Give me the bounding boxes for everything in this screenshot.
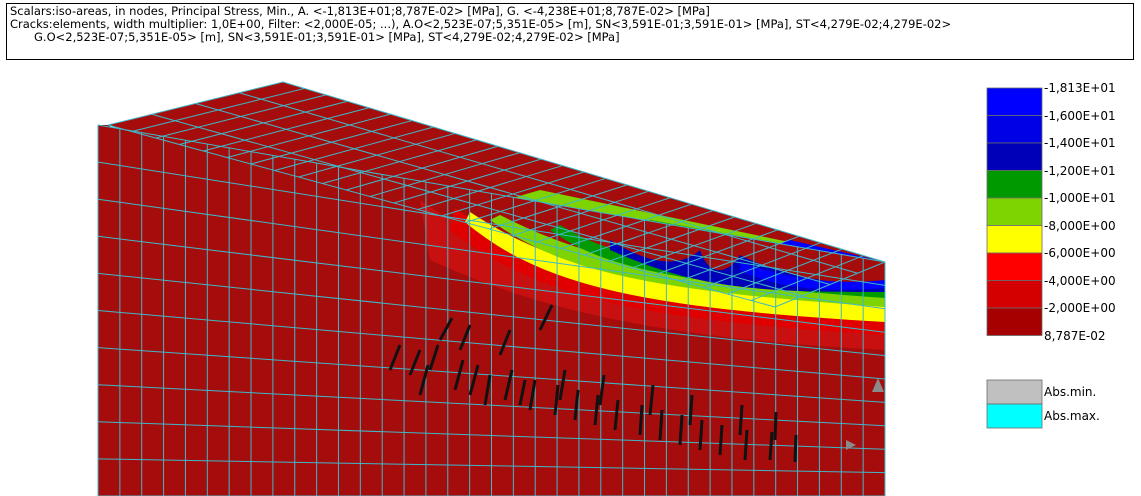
mesh-line (97, 272, 886, 357)
crack-mark (773, 411, 778, 441)
crack-mark (418, 364, 430, 396)
crack-mark (768, 431, 774, 461)
mesh-line (107, 124, 776, 308)
mesh-line (195, 103, 831, 285)
crack-mark (688, 394, 694, 426)
legend-value-label: -1,813E+01 (1044, 81, 1116, 95)
legend-value-label: -1,400E+01 (1044, 136, 1116, 150)
abs-legend-label: Abs.min. (1044, 385, 1097, 399)
support-marker-icon (872, 378, 884, 392)
color-legend (986, 87, 1043, 429)
crack-mark (718, 424, 724, 456)
legend-value-label: -2,000E+00 (1044, 301, 1116, 315)
cracks-info: Cracks:elements, width multiplier: 1,0E+… (10, 17, 952, 32)
crack-mark (438, 317, 454, 341)
mesh-line (239, 92, 858, 274)
mesh-line (97, 347, 886, 403)
crack-markers (388, 304, 798, 463)
crack-mark (678, 414, 684, 446)
crack-mark (743, 429, 749, 461)
legend-value-label: 8,787E-02 (1044, 328, 1106, 343)
result-info-panel: Scalars:iso-areas, in nodes, Principal S… (6, 3, 1134, 60)
legend-value-label: -1,000E+01 (1044, 191, 1116, 205)
legend-swatch (986, 252, 1043, 281)
mesh-line (282, 81, 886, 263)
crack-mark (428, 344, 440, 371)
crack-mark (408, 349, 422, 376)
legend-swatch (986, 225, 1043, 254)
crack-mark (613, 399, 620, 431)
fe-mesh (97, 81, 886, 496)
crack-mark (638, 404, 644, 436)
mesh-line (97, 458, 886, 474)
crack-mark (528, 379, 537, 411)
crack-mark (593, 394, 600, 426)
crack-mark (468, 364, 480, 396)
legend-value-label: -8,000E+00 (1044, 218, 1116, 233)
crack-mark (698, 419, 704, 451)
cracks-info-cont: G.O<2,523E-07;5,351E-05> [m], SN<3,591E-… (34, 30, 620, 45)
mesh-line (97, 310, 886, 380)
mesh-line (97, 198, 886, 310)
scalars-info: Scalars:iso-areas, in nodes, Principal S… (10, 4, 710, 18)
crack-mark (658, 409, 664, 441)
crack-mark (538, 304, 554, 331)
crack-mark (738, 404, 744, 436)
crack-mark (648, 384, 655, 416)
legend-swatch (986, 115, 1043, 144)
legend-swatch (986, 307, 1043, 336)
mesh-line (97, 421, 886, 450)
legend-value-label: -4,000E+00 (1044, 273, 1116, 288)
crack-mark (558, 369, 567, 401)
abs-legend-swatch (986, 403, 1043, 429)
legend-value-label: -6,000E+00 (1044, 246, 1116, 260)
crack-mark (458, 324, 472, 351)
mesh-line (151, 113, 803, 297)
legend-swatch (986, 87, 1043, 116)
crack-mark (453, 359, 465, 391)
crack-mark (503, 369, 514, 401)
mesh-line (97, 161, 886, 286)
legend-value-label: -1,200E+01 (1044, 163, 1116, 178)
crack-mark (518, 379, 527, 406)
crack-mark (598, 374, 606, 406)
legend-swatch (986, 142, 1043, 171)
abs-legend-swatch (986, 379, 1043, 405)
crack-mark (483, 374, 492, 406)
abs-legend-label: Abs.max. (1044, 409, 1100, 423)
crack-mark (793, 434, 798, 463)
legend-swatch (986, 280, 1043, 309)
load-marker-icon (846, 440, 856, 450)
mesh-line (97, 235, 886, 333)
crack-mark (553, 384, 560, 416)
legend-swatch (986, 170, 1043, 199)
crack-mark (498, 329, 512, 356)
crack-mark (388, 344, 402, 371)
legend-value-label: -1,600E+01 (1044, 108, 1116, 123)
crack-mark (573, 389, 580, 421)
mesh-line (97, 384, 886, 427)
legend-swatch (986, 197, 1043, 226)
mesh-line (97, 124, 886, 263)
